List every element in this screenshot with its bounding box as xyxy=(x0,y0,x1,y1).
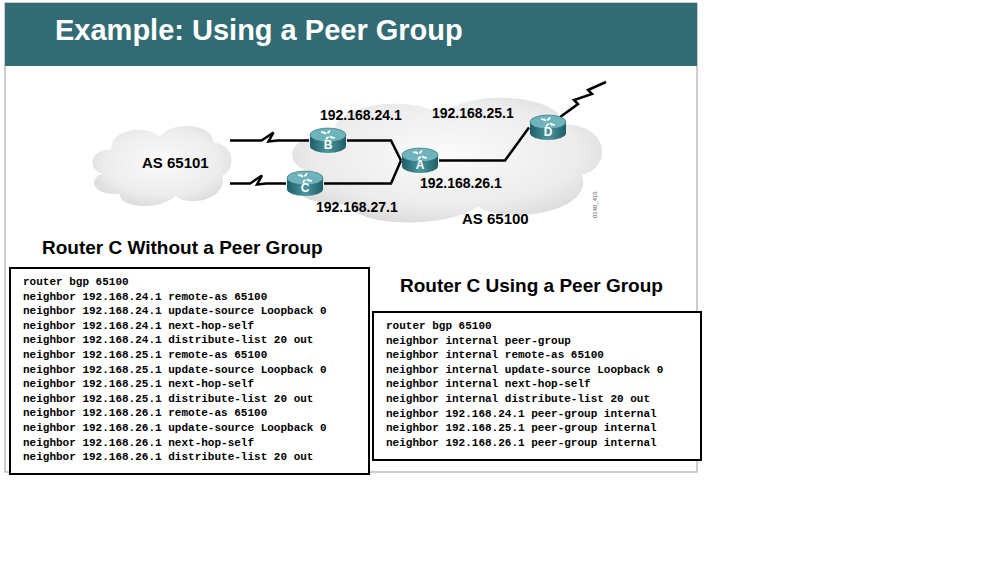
config-line: neighbor internal update-source Loopback… xyxy=(386,363,700,378)
config-line: neighbor 192.168.24.1 next-hop-self xyxy=(23,319,368,334)
serial-link xyxy=(230,133,309,142)
serial-link xyxy=(556,82,606,120)
config-line: router bgp 65100 xyxy=(23,275,368,290)
figure-id: 0140_416 xyxy=(592,191,598,218)
config-line: neighbor 192.168.25.1 next-hop-self xyxy=(23,377,368,392)
config-line: neighbor 192.168.25.1 update-source Loop… xyxy=(23,363,368,378)
network-cloud: AS 65100B192.168.24.1D192.168.25.1A192.1… xyxy=(282,82,608,232)
router-letter: B xyxy=(309,139,347,152)
router-letter: D xyxy=(529,126,567,139)
config-line: neighbor 192.168.26.1 remote-as 65100 xyxy=(23,406,368,421)
config-line: neighbor internal remote-as 65100 xyxy=(386,348,700,363)
config-line: neighbor 192.168.25.1 distribute-list 20… xyxy=(23,392,368,407)
as-label: AS 65101 xyxy=(142,154,209,171)
router: B192.168.24.1 xyxy=(309,127,347,154)
config-line: neighbor 192.168.26.1 distribute-list 20… xyxy=(23,450,368,465)
config-line: neighbor 192.168.25.1 remote-as 65100 xyxy=(23,348,368,363)
router: C192.168.27.1 xyxy=(286,170,324,197)
as-label: AS 65100 xyxy=(462,210,529,227)
config-line: neighbor 192.168.26.1 next-hop-self xyxy=(23,436,368,451)
router-letter: C xyxy=(286,182,324,195)
router: A192.168.26.1 xyxy=(401,147,439,174)
ip-address: 192.168.25.1 xyxy=(432,105,514,121)
box-heading: Router C Using a Peer Group xyxy=(400,275,663,297)
config-line: neighbor 192.168.24.1 update-source Loop… xyxy=(23,304,368,319)
config-line: neighbor 192.168.26.1 update-source Loop… xyxy=(23,421,368,436)
config-line: neighbor 192.168.26.1 peer-group interna… xyxy=(386,436,700,451)
config-box: Router C Using a Peer Grouprouter bgp 65… xyxy=(372,311,702,461)
config-line: neighbor internal next-hop-self xyxy=(386,377,700,392)
router-letter: A xyxy=(401,159,439,172)
router: D192.168.25.1 xyxy=(529,114,567,141)
config-line: neighbor 192.168.24.1 remote-as 65100 xyxy=(23,290,368,305)
config-line: neighbor 192.168.24.1 distribute-list 20… xyxy=(23,333,368,348)
ip-address: 192.168.27.1 xyxy=(316,199,398,215)
ip-address: 192.168.26.1 xyxy=(420,175,502,191)
config-line: neighbor 192.168.25.1 peer-group interna… xyxy=(386,421,700,436)
config-line: router bgp 65100 xyxy=(386,319,700,334)
ip-address: 192.168.24.1 xyxy=(320,107,402,123)
box-heading: Router C Without a Peer Group xyxy=(42,237,323,259)
slide-title: Example: Using a Peer Group xyxy=(55,14,463,47)
config-box: Router C Without a Peer Grouprouter bgp … xyxy=(9,267,370,475)
serial-link xyxy=(230,176,286,185)
config-line: neighbor internal distribute-list 20 out xyxy=(386,392,700,407)
config-line: neighbor internal peer-group xyxy=(386,334,700,349)
network-cloud: AS 65101 xyxy=(88,116,234,212)
config-line: neighbor 192.168.24.1 peer-group interna… xyxy=(386,407,700,422)
